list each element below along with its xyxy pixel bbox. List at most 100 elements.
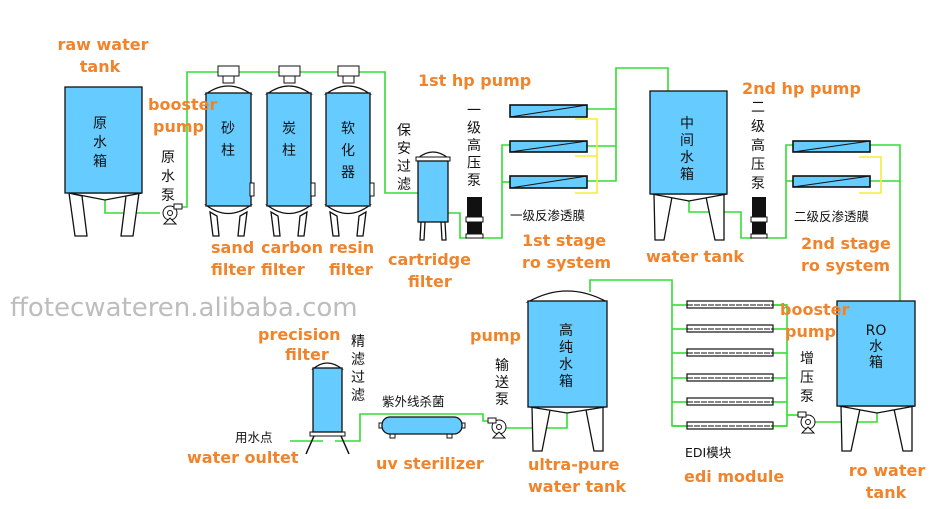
cn-precision-char: 滤 xyxy=(351,388,365,404)
hp-pump-1-icon xyxy=(465,197,484,239)
cn-hp2-char: 二 xyxy=(751,100,765,116)
label-raw-water-tank-1: raw water xyxy=(57,35,148,54)
label-uv-sterilizer: uv sterilizer xyxy=(376,454,484,473)
label-carbon-filter-2: filter xyxy=(261,260,305,279)
english-labels: raw water tank booster pump sand filter … xyxy=(57,35,925,502)
label-resin-filter-2: filter xyxy=(329,260,373,279)
label-ro-stage-1b: ro system xyxy=(522,253,611,272)
middle-water-tank xyxy=(649,90,728,241)
cn-pure-tank-char: 高 xyxy=(559,322,573,339)
cn-raw-pump-char: 泵 xyxy=(161,188,175,204)
pipes xyxy=(104,67,901,442)
cn-raw-tank-char: 水 xyxy=(93,135,107,151)
label-pump: pump xyxy=(470,326,521,345)
label-ro-stage-1a: 1st stage xyxy=(522,231,606,250)
cn-outlet: 用水点 xyxy=(235,430,273,445)
cn-hp2-char: 级 xyxy=(751,119,765,135)
label-sand-filter-1: sand xyxy=(211,238,254,257)
label-precision-filter-1: precision xyxy=(258,325,341,344)
ultra-pure-water-tank xyxy=(525,290,608,452)
cn-pure-tank-char: 水 xyxy=(559,357,573,373)
edi-module-stack xyxy=(672,324,787,333)
label-resin-filter-1: resin xyxy=(329,238,374,257)
cn-carbon-char: 柱 xyxy=(282,143,296,159)
label-water-tank: water tank xyxy=(646,247,744,266)
cn-mid-tank-char: 箱 xyxy=(680,167,694,183)
label-sand-filter-2: filter xyxy=(211,260,255,279)
pipe-hp1-to-ro1 xyxy=(482,144,510,239)
cn-precision-char: 精 xyxy=(351,334,365,350)
cn-uv: 紫外线杀菌 xyxy=(382,394,445,409)
cn-ro-tank-char: 箱 xyxy=(869,355,883,371)
cn-mid-tank-char: 间 xyxy=(680,133,694,149)
cn-transfer-pump-char: 输 xyxy=(495,358,509,374)
cn-transfer-pump-char: 泵 xyxy=(495,392,509,408)
label-booster-pump-1b: pump xyxy=(153,117,204,136)
cn-booster2-char: 泵 xyxy=(800,389,814,405)
hp-pump-2-icon xyxy=(750,197,768,239)
pipe-midtank-to-hp2 xyxy=(688,196,752,239)
ro-stage-1-membranes xyxy=(509,104,588,189)
label-cartridge-filter-1: cartridge xyxy=(388,250,471,269)
cn-precision-char: 滤 xyxy=(351,352,365,368)
edi-module-stack xyxy=(672,373,787,382)
cn-sand-char: 砂 xyxy=(221,121,235,137)
resin-filter xyxy=(323,65,375,237)
transfer-pump-icon xyxy=(487,417,507,439)
cn-pure-tank-char: 纯 xyxy=(559,340,573,356)
cn-pure-tank-char: 箱 xyxy=(559,374,573,390)
edi-modules xyxy=(672,300,787,430)
label-cartridge-filter-2: filter xyxy=(408,272,452,291)
cn-booster2-char: 压 xyxy=(800,370,814,386)
label-booster-pump-2b: pump xyxy=(785,322,836,341)
label-ultra-pure-2: water tank xyxy=(528,477,626,496)
label-hp-pump-2: 2nd hp pump xyxy=(742,79,861,98)
cn-cartridge-char: 保 xyxy=(397,123,411,139)
cn-hp2-char: 压 xyxy=(751,157,765,173)
edi-module-stack xyxy=(672,348,787,357)
cn-hp2-char: 高 xyxy=(751,137,765,154)
label-booster-pump-1a: booster xyxy=(148,95,217,114)
edi-module-stack xyxy=(672,421,787,430)
cn-booster2-char: 增 xyxy=(800,351,814,367)
cn-hp1-char: 级 xyxy=(467,121,481,137)
booster-pump-1-icon xyxy=(162,203,183,225)
edi-module-stack xyxy=(672,397,787,406)
cn-raw-pump-char: 水 xyxy=(161,169,175,185)
label-ro-stage-2b: ro system xyxy=(801,256,890,275)
cn-raw-tank-char: 箱 xyxy=(93,154,107,170)
cn-hp1-char: 泵 xyxy=(467,173,481,189)
label-ro-water-tank-1: ro water xyxy=(849,461,926,480)
label-ro-stage-2a: 2nd stage xyxy=(801,234,891,253)
label-carbon-filter-1: carbon xyxy=(261,238,323,257)
cn-resin-char: 化 xyxy=(341,143,355,159)
cn-resin-char: 器 xyxy=(341,165,355,181)
uv-sterilizer xyxy=(378,416,466,439)
pipe-ro1-to-midtank xyxy=(587,67,669,110)
label-ultra-pure-1: ultra-pure xyxy=(528,455,620,474)
cn-raw-pump-char: 原 xyxy=(161,150,175,166)
label-ro-water-tank-2: tank xyxy=(866,483,907,502)
pipe-hp2-to-ro2 xyxy=(766,144,793,239)
label-hp-pump-1: 1st hp pump xyxy=(418,71,531,90)
label-precision-filter-2: filter xyxy=(285,345,329,364)
ro-stage-2-membranes xyxy=(792,140,871,188)
cn-sand-char: 柱 xyxy=(221,143,235,159)
cn-ro1: 一级反渗透膜 xyxy=(510,208,585,223)
pipe-raw-to-pump xyxy=(104,196,160,214)
pipe-ro2-to-rotank xyxy=(870,144,901,301)
cn-hp2-char: 泵 xyxy=(751,176,765,192)
label-raw-water-tank-2: tank xyxy=(80,57,121,76)
raw-water-tank xyxy=(64,86,143,237)
pipe-cartridge-to-hp1 xyxy=(448,212,467,239)
label-edi-module: edi module xyxy=(684,467,784,486)
cn-edi: EDI模块 xyxy=(685,445,732,460)
cn-cartridge-char: 滤 xyxy=(397,177,411,193)
label-water-outlet: water oultet xyxy=(187,448,299,467)
cn-ro-tank-char: RO xyxy=(866,323,887,339)
label-booster-pump-2a: booster xyxy=(780,300,849,319)
chinese-labels: 一级反渗透膜 二级反渗透膜 EDI模块 紫外线杀菌 用水点 原水箱原水泵砂柱炭柱… xyxy=(93,100,886,460)
cn-cartridge-char: 过 xyxy=(397,159,411,175)
